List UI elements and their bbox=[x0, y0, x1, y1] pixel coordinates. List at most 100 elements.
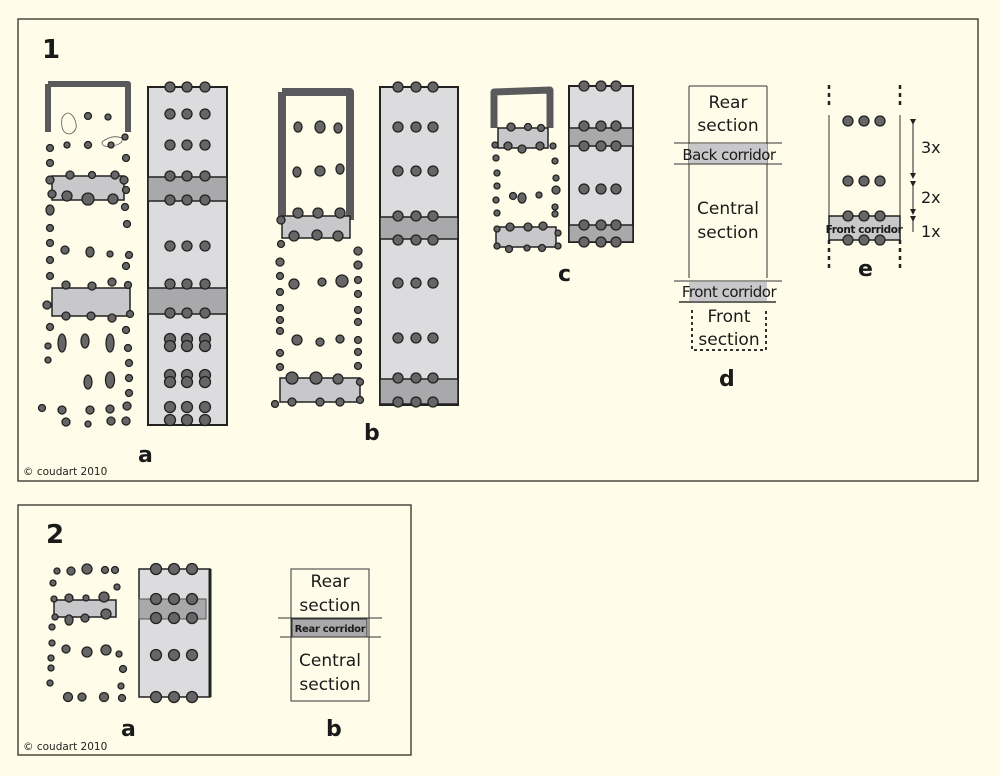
posthole bbox=[353, 317, 363, 327]
posthole bbox=[45, 322, 55, 332]
back-corridor-label: Back corridor bbox=[682, 146, 777, 164]
posthole bbox=[314, 120, 326, 134]
posthole bbox=[315, 337, 325, 347]
posthole bbox=[874, 210, 886, 222]
schema-1e bbox=[827, 85, 916, 268]
posthole bbox=[874, 115, 886, 127]
posthole bbox=[392, 234, 404, 246]
posthole bbox=[275, 326, 285, 336]
posthole bbox=[275, 315, 285, 325]
posthole bbox=[60, 245, 70, 255]
posthole bbox=[198, 400, 212, 414]
posthole bbox=[181, 194, 193, 206]
posthole bbox=[291, 334, 303, 346]
posthole bbox=[578, 120, 590, 132]
posthole bbox=[181, 170, 193, 182]
posthole bbox=[181, 240, 193, 252]
front-section-label-1: Front bbox=[708, 307, 751, 327]
posthole bbox=[119, 175, 129, 185]
posthole bbox=[167, 648, 181, 662]
posthole bbox=[199, 139, 211, 151]
posthole bbox=[45, 238, 55, 248]
posthole bbox=[874, 175, 886, 187]
posthole bbox=[80, 613, 90, 623]
posthole bbox=[335, 334, 345, 344]
posthole bbox=[578, 183, 590, 195]
posthole bbox=[270, 399, 280, 409]
posthole bbox=[392, 372, 404, 384]
posthole bbox=[551, 157, 559, 165]
central-section-label-1: Central bbox=[299, 651, 361, 671]
postholes-1b-excavation bbox=[270, 120, 365, 409]
posthole bbox=[48, 639, 56, 647]
wall-trench bbox=[490, 86, 554, 128]
posthole bbox=[117, 693, 127, 703]
posthole bbox=[164, 278, 176, 290]
posthole bbox=[595, 80, 607, 92]
posthole bbox=[508, 191, 518, 201]
posthole bbox=[87, 170, 97, 180]
posthole bbox=[50, 595, 58, 603]
posthole bbox=[167, 592, 181, 606]
posthole bbox=[578, 140, 590, 152]
posthole bbox=[123, 343, 133, 353]
posthole bbox=[180, 413, 194, 427]
posthole bbox=[164, 108, 176, 120]
posthole bbox=[335, 274, 349, 288]
posthole bbox=[842, 115, 854, 127]
posthole bbox=[427, 121, 439, 133]
posthole bbox=[149, 592, 163, 606]
posthole bbox=[335, 397, 345, 407]
posthole bbox=[493, 225, 501, 233]
posthole bbox=[61, 417, 71, 427]
posthole bbox=[123, 280, 133, 290]
posthole bbox=[47, 189, 57, 199]
posthole bbox=[45, 223, 55, 233]
postholes-1a-excavation bbox=[37, 111, 135, 428]
posthole bbox=[122, 219, 132, 229]
posthole bbox=[110, 170, 120, 180]
posthole bbox=[517, 192, 527, 204]
front-corridor-band bbox=[689, 282, 767, 301]
posthole bbox=[46, 679, 54, 687]
posthole bbox=[180, 400, 194, 414]
posthole bbox=[427, 234, 439, 246]
posthole bbox=[180, 375, 194, 389]
posthole bbox=[164, 194, 176, 206]
posthole bbox=[124, 388, 134, 398]
posthole bbox=[505, 222, 515, 232]
posthole bbox=[149, 690, 163, 704]
posthole bbox=[185, 648, 199, 662]
posthole bbox=[427, 165, 439, 177]
posthole bbox=[276, 215, 286, 225]
posthole bbox=[118, 664, 128, 674]
posthole bbox=[427, 332, 439, 344]
subfigure-label-2b: b bbox=[326, 717, 342, 742]
posthole bbox=[181, 108, 193, 120]
posthole bbox=[81, 563, 93, 575]
posthole bbox=[275, 271, 285, 281]
posthole bbox=[117, 682, 125, 690]
posthole bbox=[537, 243, 547, 253]
posthole bbox=[276, 239, 286, 249]
posthole bbox=[523, 244, 531, 252]
posthole bbox=[77, 692, 87, 702]
posthole bbox=[554, 242, 562, 250]
posthole bbox=[491, 141, 499, 149]
posthole bbox=[535, 191, 543, 199]
posthole bbox=[45, 255, 55, 265]
posthole bbox=[503, 141, 513, 151]
posthole bbox=[105, 404, 115, 414]
posthole bbox=[49, 579, 57, 587]
posthole bbox=[842, 210, 854, 222]
posthole bbox=[610, 80, 622, 92]
posthole bbox=[149, 562, 163, 576]
subfigure-label-1e: e bbox=[858, 257, 873, 282]
posthole bbox=[198, 375, 212, 389]
copyright-panel-1: © coudart 2010 bbox=[23, 466, 107, 478]
posthole bbox=[180, 339, 194, 353]
posthole bbox=[199, 240, 211, 252]
posthole bbox=[410, 332, 422, 344]
posthole bbox=[333, 122, 343, 134]
posthole bbox=[275, 303, 285, 313]
